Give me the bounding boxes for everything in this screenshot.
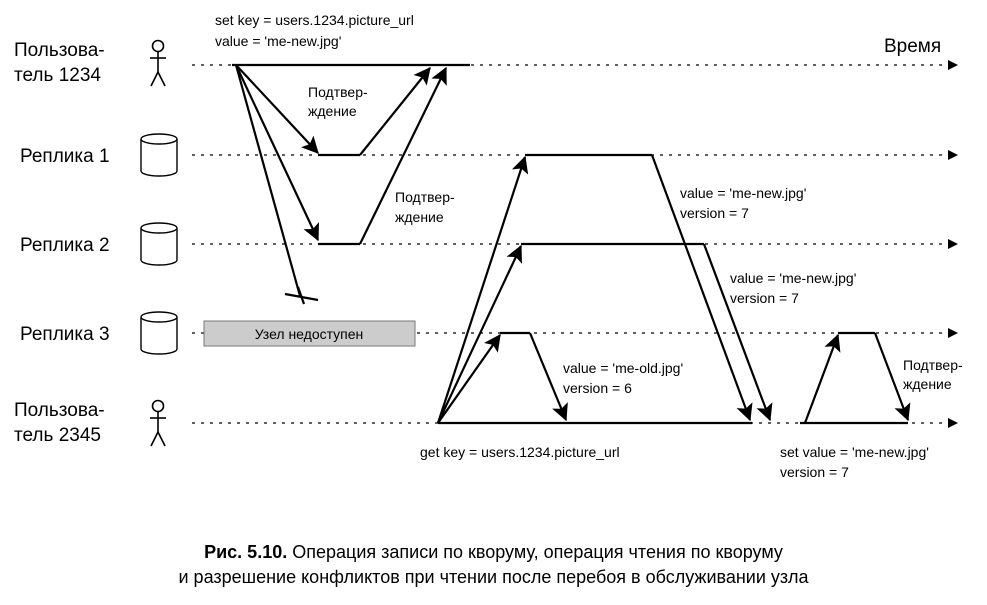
database-icon xyxy=(140,133,178,177)
ack-label-line1: Подтвер- xyxy=(395,189,455,205)
lost-request-cross-icon xyxy=(296,286,306,305)
figure-caption-line1: Рис. 5.10. Операция записи по кворуму, о… xyxy=(0,540,987,564)
read-to-replica2-arrow xyxy=(437,244,522,424)
timeline-arrow-icon xyxy=(948,60,958,70)
lane-label-user2345-line2: тель 2345 xyxy=(14,425,101,446)
lane-label-user1234-line1: Пользова- xyxy=(14,40,105,61)
repair-request-version: version = 7 xyxy=(780,464,849,480)
response-replica1-value: value = 'me-new.jpg' xyxy=(680,185,806,201)
figure-caption-label: Рис. 5.10. xyxy=(204,542,288,562)
lane-label-user1234-line2: тель 1234 xyxy=(14,65,101,86)
response-replica3-version: version = 6 xyxy=(563,380,632,396)
node-unavailable-box xyxy=(203,320,416,347)
timeline-arrow-icon xyxy=(948,150,958,160)
write-to-replica2-arrow xyxy=(235,64,319,242)
node-unavailable-label: Узел недоступен xyxy=(255,326,364,342)
lane-label-user2345-line1: Пользова- xyxy=(14,400,105,421)
ack-from-replica2-arrow xyxy=(359,66,447,245)
ack-label-line2: ждение xyxy=(903,376,952,392)
write-request-key: set key = users.1234.picture_url xyxy=(215,12,414,28)
response-replica2-value: value = 'me-new.jpg' xyxy=(730,270,856,286)
figure-caption-line2: и разрешение конфликтов при чтении после… xyxy=(178,567,809,587)
lane-label-replica2: Реплика 2 xyxy=(20,235,110,256)
read-to-replica1-arrow xyxy=(436,155,529,424)
ack-label-line2: ждение xyxy=(308,103,357,119)
time-axis-label: Время xyxy=(884,36,941,57)
repair-to-replica3-arrow xyxy=(803,333,841,424)
repair-ack-arrow xyxy=(873,332,911,422)
lane-label-replica3: Реплика 3 xyxy=(20,324,110,345)
user-actor-icon xyxy=(150,399,166,447)
user-actor-icon xyxy=(150,39,166,87)
response-replica3-arrow xyxy=(528,332,568,422)
timeline-arrow-icon xyxy=(948,328,958,338)
database-icon xyxy=(140,222,178,266)
lane-label-replica1: Реплика 1 xyxy=(20,146,110,167)
write-to-replica3-arrow xyxy=(234,64,302,297)
response-replica2-arrow xyxy=(702,243,773,422)
read-request-label: get key = users.1234.picture_url xyxy=(420,444,620,460)
ack-label-line2: ждение xyxy=(395,209,444,225)
read-to-replica3-arrow xyxy=(437,334,501,424)
ack-from-replica1-arrow xyxy=(359,67,431,156)
write-to-replica1-arrow xyxy=(235,64,319,154)
response-replica1-arrow xyxy=(650,154,753,422)
response-replica3-value: value = 'me-old.jpg' xyxy=(563,360,683,376)
write-request-value: value = 'me-new.jpg' xyxy=(215,33,341,49)
ack-label-line1: Подтвер- xyxy=(308,84,368,100)
timeline-arrow-icon xyxy=(948,418,958,428)
response-replica1-version: version = 7 xyxy=(680,205,749,221)
repair-request-value: set value = 'me-new.jpg' xyxy=(780,444,929,460)
response-replica2-version: version = 7 xyxy=(730,290,799,306)
ack-label-line1: Подтвер- xyxy=(903,357,963,373)
database-icon xyxy=(140,311,178,355)
figure-caption-text: Операция записи по кворуму, операция чте… xyxy=(292,542,783,562)
timeline-arrow-icon xyxy=(948,239,958,249)
